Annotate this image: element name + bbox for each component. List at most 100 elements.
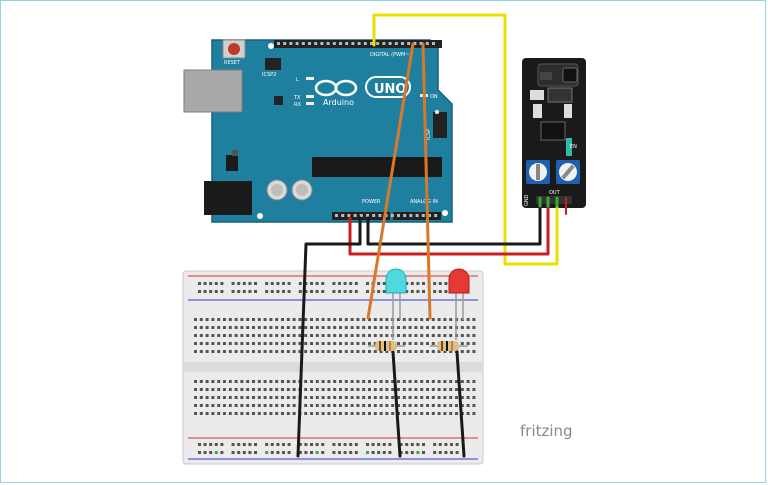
breadboard-hole xyxy=(321,388,325,391)
breadboard-hole xyxy=(443,318,447,321)
breadboard-hole xyxy=(385,380,389,383)
breadboard-hole xyxy=(422,282,425,285)
breadboard-hole xyxy=(437,350,441,353)
breadboard-hole xyxy=(327,396,331,399)
breadboard-hole xyxy=(338,290,341,293)
breadboard-hole xyxy=(433,282,437,285)
breadboard-hole xyxy=(333,334,337,337)
header-pin xyxy=(353,214,357,217)
header-pin xyxy=(359,214,363,217)
breadboard-hole xyxy=(281,380,284,383)
breadboard-hole xyxy=(269,326,273,329)
header-pin xyxy=(320,42,324,45)
breadboard-hole xyxy=(240,380,244,383)
breadboard-hole xyxy=(327,334,331,337)
breadboard-hole xyxy=(211,404,215,407)
breadboard-hole xyxy=(310,380,313,383)
header-pin xyxy=(372,214,376,217)
breadboard-hole xyxy=(304,380,308,383)
breadboard-hole xyxy=(426,380,429,383)
breadboard-hole xyxy=(371,451,375,454)
breadboard-hole xyxy=(344,342,348,345)
header-pin xyxy=(295,42,299,45)
breadboard-hole xyxy=(332,282,336,285)
breadboard-hole xyxy=(343,290,347,293)
header-pin xyxy=(421,214,425,217)
breadboard-hole xyxy=(356,350,360,353)
breadboard-hole xyxy=(382,290,386,293)
breadboard-hole xyxy=(269,380,273,383)
breadboard-hole xyxy=(344,412,348,415)
breadboard-hole xyxy=(205,412,209,415)
breadboard-hole xyxy=(416,282,420,285)
breadboard-hole xyxy=(228,350,232,353)
breadboard-hole xyxy=(356,318,360,321)
breadboard-hole xyxy=(354,290,358,293)
breadboard-hole xyxy=(286,380,290,383)
breadboard-hole xyxy=(315,412,319,415)
breadboard-hole xyxy=(287,451,291,454)
breadboard-hole xyxy=(315,282,319,285)
breadboard-hole xyxy=(350,350,354,353)
breadboard-hole xyxy=(333,326,337,329)
breadboard-hole xyxy=(217,334,221,337)
breadboard-hole xyxy=(379,388,383,391)
breadboard-hole xyxy=(281,404,284,407)
breadboard-hole xyxy=(327,404,331,407)
breadboard-hole xyxy=(377,451,381,454)
breadboard-hole xyxy=(332,290,336,293)
breadboard-hole xyxy=(402,350,406,353)
breadboard-hole xyxy=(431,334,435,337)
breadboard-hole xyxy=(254,282,257,285)
breadboard-hole xyxy=(234,326,238,329)
breadboard-hole xyxy=(368,334,371,337)
breadboard-hole xyxy=(327,326,331,329)
breadboard-hole xyxy=(408,380,412,383)
breadboard-hole xyxy=(339,318,342,321)
breadboard-hole xyxy=(460,404,464,407)
breadboard-hole xyxy=(194,334,197,337)
breadboard-hole xyxy=(422,451,425,454)
breadboard-hole xyxy=(298,451,302,454)
breadboard-hole xyxy=(414,318,418,321)
breadboard-hole xyxy=(217,404,221,407)
breadboard-hole xyxy=(366,290,369,293)
breadboard-hole xyxy=(391,396,395,399)
breadboard-hole xyxy=(246,334,250,337)
breadboard-hole xyxy=(310,326,313,329)
breadboard-hole xyxy=(282,443,285,446)
breadboard-hole xyxy=(466,326,470,329)
breadboard-hole xyxy=(438,282,442,285)
breadboard-hole xyxy=(433,290,437,293)
breadboard-hole xyxy=(223,326,226,329)
breadboard-hole xyxy=(388,443,392,446)
model-label: UNO xyxy=(374,82,407,97)
breadboard-hole xyxy=(275,412,279,415)
breadboard-hole xyxy=(286,412,290,415)
breadboard-hole xyxy=(321,396,325,399)
breadboard-hole xyxy=(310,282,313,285)
breadboard-hole xyxy=(339,412,342,415)
breadboard-hole xyxy=(282,451,285,454)
breadboard-hole xyxy=(339,380,342,383)
breadboard-hole xyxy=(460,380,464,383)
breadboard-hole xyxy=(292,404,296,407)
breadboard-hole xyxy=(252,396,255,399)
header-pin xyxy=(409,214,413,217)
breadboard-hole xyxy=(310,443,313,446)
breadboard-hole xyxy=(405,290,409,293)
breadboard-hole xyxy=(304,326,308,329)
breadboard-hole xyxy=(281,412,284,415)
breadboard-hole xyxy=(379,318,383,321)
breadboard-hole xyxy=(304,451,308,454)
breadboard-hole xyxy=(282,282,285,285)
breadboard-hole xyxy=(426,318,429,321)
breadboard-hole xyxy=(466,334,470,337)
breadboard-hole xyxy=(252,342,255,345)
breadboard-hole xyxy=(443,412,447,415)
breadboard-hole xyxy=(252,412,255,415)
breadboard-hole xyxy=(265,443,269,446)
breadboard-hole xyxy=(408,404,412,407)
breadboard-hole xyxy=(292,326,296,329)
red-wire xyxy=(348,202,550,256)
